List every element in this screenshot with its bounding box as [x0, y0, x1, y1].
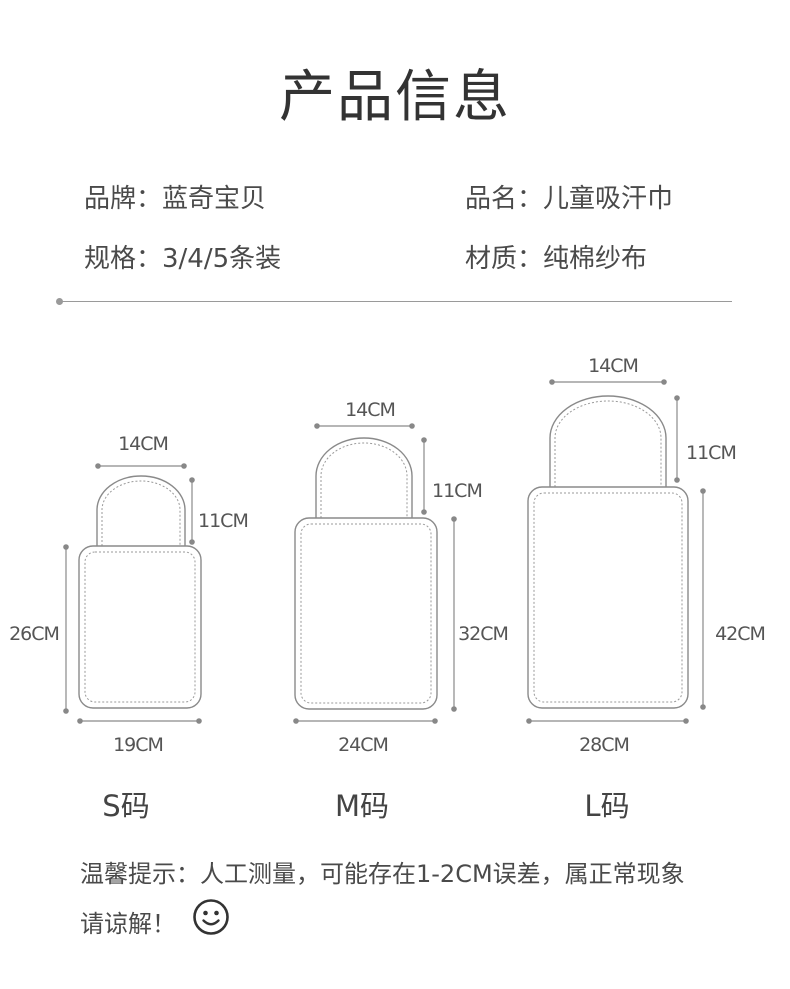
- notice-line-1: 温馨提示：人工测量，可能存在1-2CM误差，属正常现象: [80, 860, 685, 888]
- l-top-width-label: 14CM: [588, 355, 638, 377]
- towel-l-loop-stitch: [554, 400, 662, 487]
- notice-line-2-row: 请谅解！: [80, 898, 685, 952]
- towel-l-body-stitch: [533, 492, 683, 703]
- m-body-width-label: 24CM: [338, 734, 388, 756]
- towel-s: 14CM 11CM 26CM 19CM: [9, 433, 249, 756]
- m-top-height-label: 11CM: [432, 480, 482, 502]
- towel-s-loop: [96, 475, 186, 546]
- spec-pack-size: 规格：3/4/5条装: [84, 244, 282, 274]
- divider-dot: [56, 298, 63, 305]
- notice: 温馨提示：人工测量，可能存在1-2CM误差，属正常现象 请谅解！: [80, 850, 685, 952]
- l-top-height-label: 11CM: [686, 442, 736, 464]
- towel-l-loop: [549, 395, 667, 487]
- size-label-s: S码: [102, 789, 150, 823]
- towel-s-body: [78, 545, 202, 709]
- l-body-width-label: 28CM: [579, 734, 629, 756]
- divider: [60, 301, 732, 302]
- spec-material: 材质：纯棉纱布: [465, 244, 648, 274]
- m-body-height-label: 32CM: [458, 623, 508, 645]
- smiley-face-icon: [192, 898, 230, 952]
- s-top-height-label: 11CM: [198, 510, 248, 532]
- l-body-height-label: 42CM: [715, 623, 765, 645]
- towel-m-body-stitch: [300, 523, 432, 704]
- s-top-width-label: 14CM: [118, 433, 168, 455]
- towel-m-loop: [315, 437, 413, 518]
- s-body-height-label: 26CM: [9, 623, 59, 645]
- towel-m-loop-stitch: [320, 442, 408, 518]
- spec-brand: 品牌：蓝奇宝贝: [84, 184, 267, 214]
- notice-line-2: 请谅解！: [80, 910, 176, 938]
- m-top-width-label: 14CM: [345, 399, 395, 421]
- towel-l-body: [527, 486, 689, 709]
- towel-s-body-stitch: [84, 551, 196, 703]
- s-body-width-label: 19CM: [113, 734, 163, 756]
- spec-product-name: 品名：儿童吸汗巾: [465, 184, 674, 214]
- towel-l: 14CM 11CM 42CM 28CM: [526, 355, 766, 756]
- towel-m-body: [294, 517, 438, 710]
- size-label-m: M码: [334, 789, 390, 823]
- size-label-l: L码: [584, 789, 630, 823]
- page-title: 产品信息: [279, 65, 511, 130]
- towel-s-loop-stitch: [101, 480, 181, 546]
- towel-m: 14CM 11CM 32CM 24CM: [293, 399, 509, 756]
